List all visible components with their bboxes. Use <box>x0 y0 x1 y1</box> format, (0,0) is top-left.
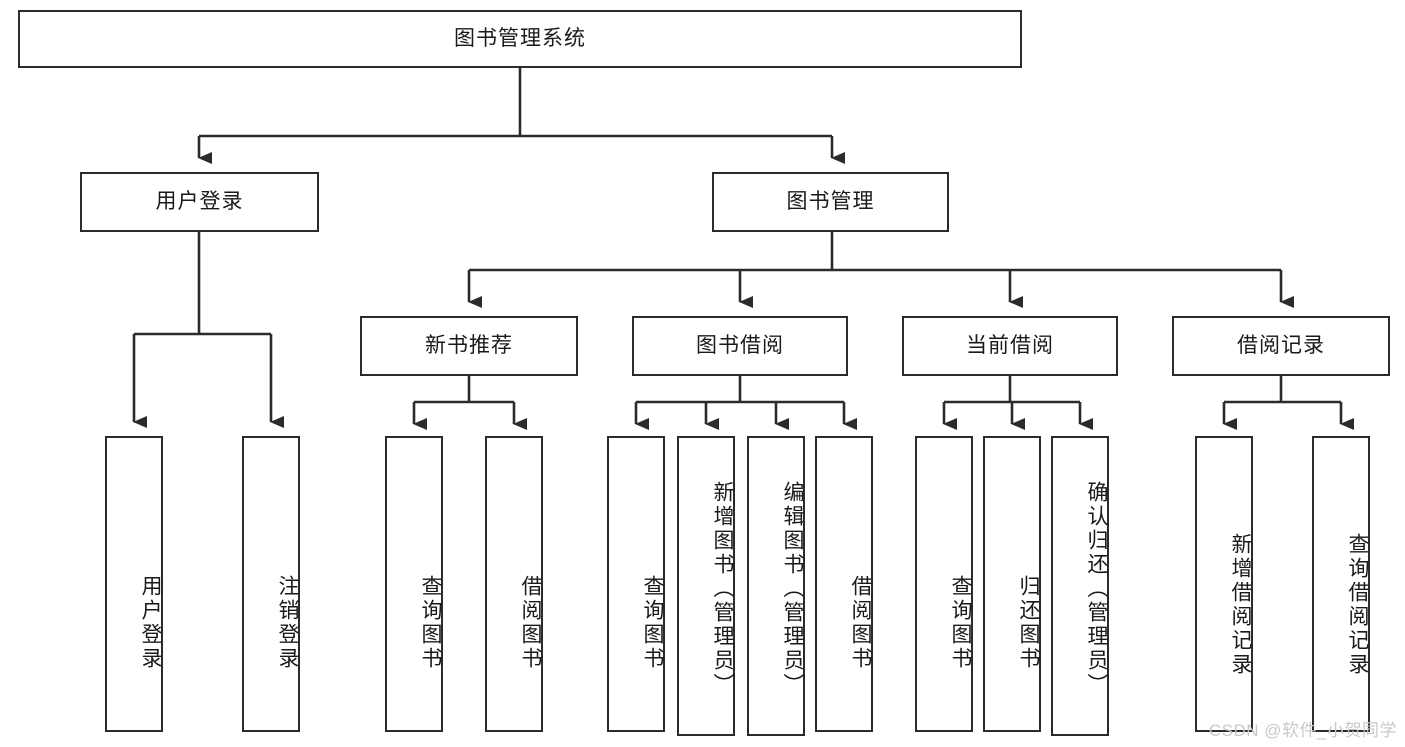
node-borrow-record-label: 借阅记录 <box>1237 334 1325 358</box>
node-new-book-rec-label: 新书推荐 <box>425 334 513 358</box>
node-leaf-borrow-book-2[interactable]: 借阅图书 <box>815 436 873 732</box>
node-leaf-confirm-return-label: 确认归还（管理员） <box>1085 481 1108 697</box>
node-new-book-rec[interactable]: 新书推荐 <box>360 316 578 376</box>
node-user-login-label: 用户登录 <box>155 190 244 214</box>
node-leaf-query-record[interactable]: 查询借阅记录 <box>1312 436 1370 732</box>
node-leaf-borrow-book-1[interactable]: 借阅图书 <box>485 436 543 732</box>
node-leaf-query-book-2[interactable]: 查询图书 <box>607 436 665 732</box>
node-leaf-user-login[interactable]: 用户登录 <box>105 436 163 732</box>
node-root[interactable]: 图书管理系统 <box>18 10 1022 68</box>
node-borrow-record[interactable]: 借阅记录 <box>1172 316 1390 376</box>
node-current-borrow[interactable]: 当前借阅 <box>902 316 1118 376</box>
node-leaf-confirm-return[interactable]: 确认归还（管理员） <box>1051 436 1109 736</box>
node-leaf-query-book-1[interactable]: 查询图书 <box>385 436 443 732</box>
node-leaf-borrow-book-1-label: 借阅图书 <box>519 575 542 671</box>
node-leaf-user-logout[interactable]: 注销登录 <box>242 436 300 732</box>
node-leaf-edit-book[interactable]: 编辑图书（管理员） <box>747 436 805 736</box>
node-leaf-query-book-2-label: 查询图书 <box>641 575 664 671</box>
node-book-manage[interactable]: 图书管理 <box>712 172 949 232</box>
node-leaf-add-record-label: 新增借阅记录 <box>1229 533 1252 677</box>
node-leaf-user-logout-label: 注销登录 <box>276 575 299 671</box>
csdn-watermark: CSDN @软件_小贺同学 <box>1208 721 1397 740</box>
node-leaf-query-book-3-label: 查询图书 <box>949 575 972 671</box>
node-leaf-return-book[interactable]: 归还图书 <box>983 436 1041 732</box>
node-leaf-borrow-book-2-label: 借阅图书 <box>849 575 872 671</box>
node-book-borrow-label: 图书借阅 <box>696 334 784 358</box>
node-leaf-edit-book-label: 编辑图书（管理员） <box>781 481 804 697</box>
node-leaf-query-book-1-label: 查询图书 <box>419 575 442 671</box>
node-book-borrow[interactable]: 图书借阅 <box>632 316 848 376</box>
node-leaf-add-book[interactable]: 新增图书（管理员） <box>677 436 735 736</box>
node-leaf-query-record-label: 查询借阅记录 <box>1346 533 1369 677</box>
node-current-borrow-label: 当前借阅 <box>966 334 1054 358</box>
node-leaf-user-login-label: 用户登录 <box>139 575 162 671</box>
node-user-login[interactable]: 用户登录 <box>80 172 319 232</box>
node-leaf-add-book-label: 新增图书（管理员） <box>711 481 734 697</box>
node-book-manage-label: 图书管理 <box>786 190 875 214</box>
node-leaf-add-record[interactable]: 新增借阅记录 <box>1195 436 1253 732</box>
node-leaf-return-book-label: 归还图书 <box>1017 575 1040 671</box>
node-root-label: 图书管理系统 <box>454 27 586 51</box>
node-leaf-query-book-3[interactable]: 查询图书 <box>915 436 973 732</box>
